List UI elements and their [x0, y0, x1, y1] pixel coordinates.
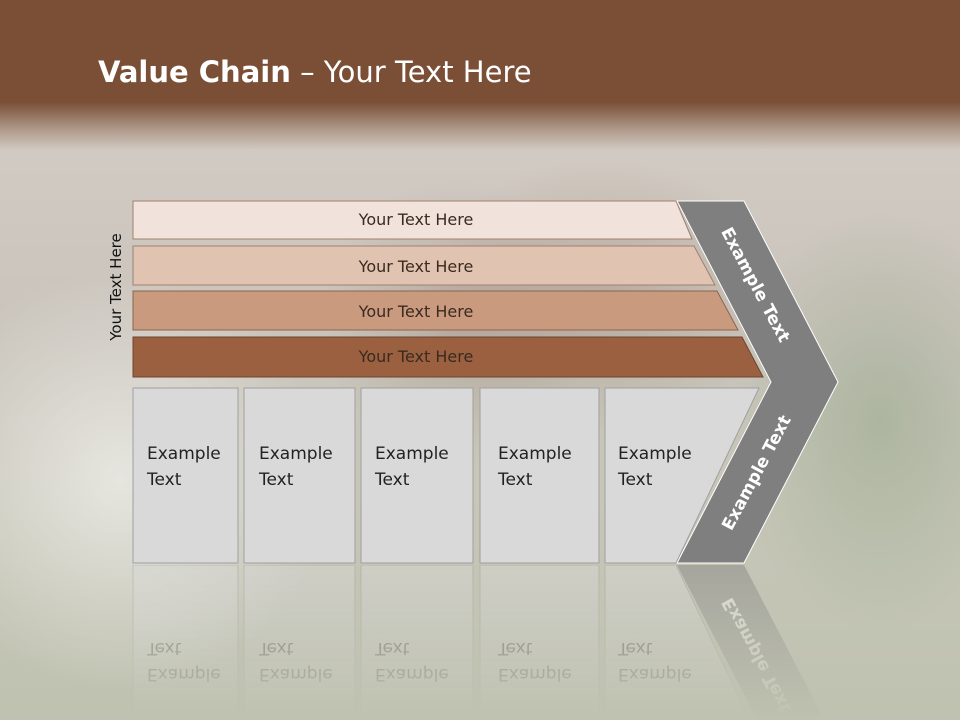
box-5-line1: Example [618, 444, 692, 464]
reflection-box-2-line1: Example [259, 664, 333, 684]
reflection-box-5-line1: Example [618, 664, 692, 684]
box-2[interactable]: Example Text [243, 387, 356, 564]
bar-4-shape [132, 336, 764, 378]
bar-3[interactable]: Your Text Here [132, 290, 739, 331]
bar-2-shape [132, 245, 716, 286]
bar-3-label: Your Text Here [358, 302, 474, 321]
bar-4[interactable]: Your Text Here [132, 336, 764, 378]
bar-3-shape [132, 290, 739, 331]
reflection-box-2-line2: Text [258, 638, 294, 658]
reflection-chevron-lower [677, 565, 825, 720]
box-1-line2: Text [146, 470, 182, 490]
box-1-line1: Example [147, 444, 221, 464]
box-1-shape [132, 387, 239, 564]
bar-1-label: Your Text Here [358, 210, 474, 229]
reflection-box-4-line1: Example [498, 664, 572, 684]
reflection-box-3-line2: Text [374, 638, 410, 658]
box-2-line2: Text [258, 470, 294, 490]
box-2-line1: Example [259, 444, 333, 464]
box-3-line2: Text [374, 470, 410, 490]
title-bold: Value Chain [98, 55, 291, 89]
slide-title: Value Chain – Your Text Here [98, 55, 532, 89]
bar-2[interactable]: Your Text Here [132, 245, 716, 286]
box-5-shape [604, 387, 760, 564]
bar-2-label: Your Text Here [358, 257, 474, 276]
box-3-shape [360, 387, 474, 564]
chevron-shape [676, 200, 839, 564]
box-4-line2: Text [497, 470, 533, 490]
reflection-box-3-line1: Example [375, 664, 449, 684]
reflection-box-4-line2: Text [497, 638, 533, 658]
reflection-box-5-line2: Text [617, 638, 653, 658]
title-rest: – Your Text Here [290, 55, 532, 89]
box-1[interactable]: Example Text [132, 387, 239, 564]
box-4-line1: Example [498, 444, 572, 464]
reflection: Example Text Example Text Example Text E… [132, 564, 825, 720]
box-3-line1: Example [375, 444, 449, 464]
box-5-line2: Text [617, 470, 653, 490]
reflection-box-2 [243, 564, 356, 720]
box-5[interactable]: Example Text [604, 387, 760, 564]
box-4-shape [479, 387, 600, 564]
bar-1[interactable]: Your Text Here [132, 200, 693, 240]
reflection-box-1-line2: Text [146, 638, 182, 658]
bar-4-label: Your Text Here [358, 347, 474, 366]
bar-1-shape [132, 200, 693, 240]
header-band [0, 0, 960, 150]
reflection-box-5 [604, 564, 751, 720]
reflection-box-3 [360, 564, 474, 720]
reflection-box-4 [479, 564, 600, 720]
reflection-box-1 [132, 564, 239, 720]
box-3[interactable]: Example Text [360, 387, 474, 564]
box-2-shape [243, 387, 356, 564]
reflection-box-1-line1: Example [147, 664, 221, 684]
box-4[interactable]: Example Text [479, 387, 600, 564]
